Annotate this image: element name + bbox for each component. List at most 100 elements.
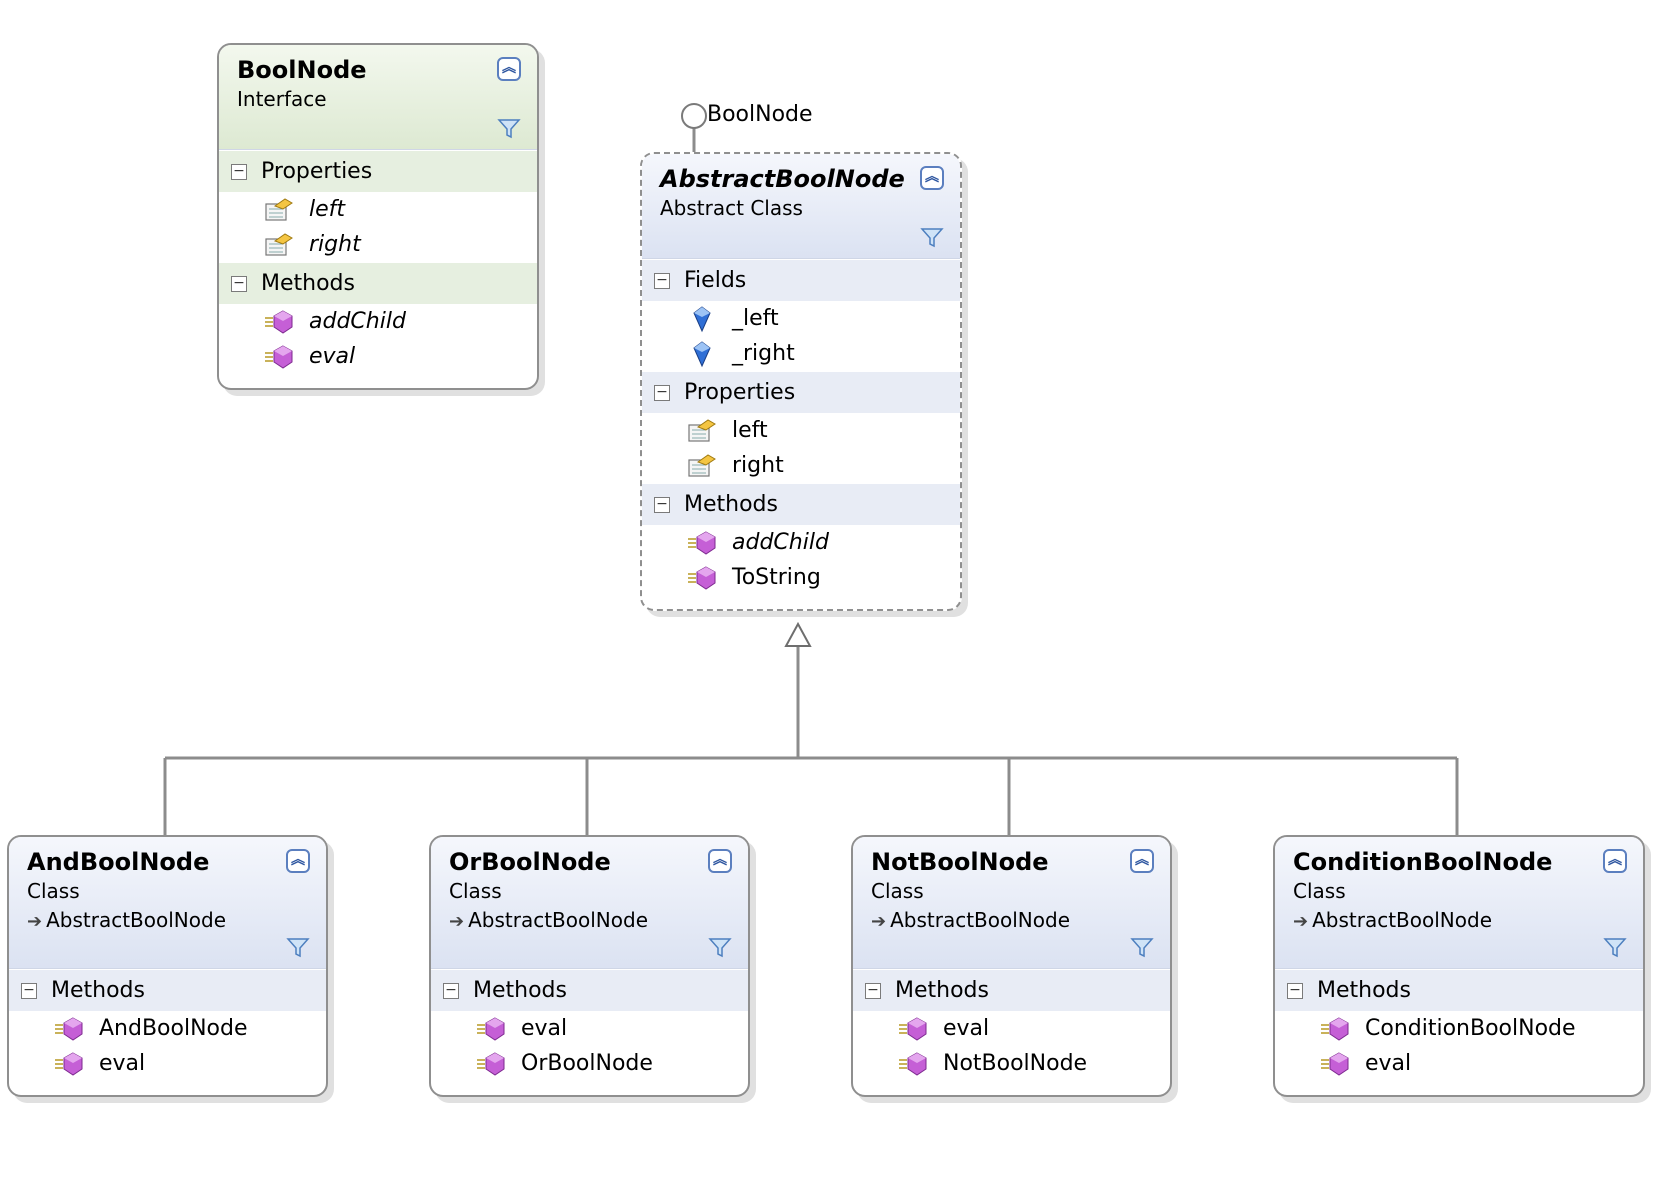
member-name: right [309,232,361,257]
section-header-methods[interactable]: −Methods [219,262,537,304]
member-row[interactable]: _right [642,336,960,371]
collapse-icon[interactable]: ︽ [920,166,944,190]
filter-icon[interactable] [1130,936,1154,958]
member-row[interactable]: eval [9,1046,326,1081]
class-box-abstractboolnode[interactable]: AbstractBoolNode Abstract Class ︽ −Field… [640,152,962,611]
field-icon [693,340,711,367]
member-name: eval [309,344,356,369]
member-row[interactable]: left [642,413,960,448]
member-name: eval [521,1016,568,1041]
property-icon [265,197,293,221]
collapse-section-icon[interactable]: − [654,384,670,401]
class-box-orboolnode[interactable]: OrBoolNode Class ➔AbstractBoolNode ︽ −Me… [429,835,750,1097]
base-class: ➔AbstractBoolNode [449,905,730,937]
property-icon [688,418,716,442]
filter-icon[interactable] [708,936,732,958]
section-title: Methods [261,271,355,296]
method-icon [899,1016,927,1041]
filter-icon[interactable] [1603,936,1627,958]
class-name: AndBoolNode [27,848,210,876]
member-row[interactable]: _left [642,301,960,336]
collapse-icon[interactable]: ︽ [1130,849,1154,873]
box-header: OrBoolNode Class ➔AbstractBoolNode ︽ [431,837,748,969]
class-box-boolnode[interactable]: BoolNode Interface ︽ −Properties left ri… [217,43,539,390]
member-name: NotBoolNode [943,1051,1088,1076]
member-row[interactable]: left [219,192,537,227]
section-header-methods[interactable]: −Methods [9,969,326,1011]
box-header: AndBoolNode Class ➔AbstractBoolNode ︽ [9,837,326,969]
base-class: ➔AbstractBoolNode [27,905,308,937]
class-name: AbstractBoolNode [660,165,905,193]
class-box-andboolnode[interactable]: AndBoolNode Class ➔AbstractBoolNode ︽ −M… [7,835,328,1097]
section-title: Methods [895,978,989,1003]
member-name: addChild [732,530,829,555]
filter-icon[interactable] [920,226,944,248]
member-row[interactable]: eval [853,1011,1170,1046]
collapse-icon[interactable]: ︽ [708,849,732,873]
collapse-section-icon[interactable]: − [21,982,37,999]
member-row[interactable]: NotBoolNode [853,1046,1170,1081]
section-header-fields[interactable]: −Fields [642,259,960,301]
class-name: ConditionBoolNode [1293,848,1553,876]
member-row[interactable]: ConditionBoolNode [1275,1011,1643,1046]
member-row[interactable]: right [642,448,960,483]
class-name: BoolNode [237,56,367,84]
member-name: AndBoolNode [99,1016,248,1041]
base-class: ➔AbstractBoolNode [871,905,1152,937]
section-header-methods[interactable]: −Methods [642,483,960,525]
member-row[interactable]: eval [1275,1046,1643,1081]
collapse-icon[interactable]: ︽ [497,57,521,81]
member-row[interactable]: ToString [642,560,960,595]
section-header-methods[interactable]: −Methods [1275,969,1643,1011]
collapse-icon[interactable]: ︽ [286,849,310,873]
base-class-name: AbstractBoolNode [1312,908,1492,932]
collapse-section-icon[interactable]: − [231,163,247,180]
inherit-arrow-icon: ➔ [871,911,887,932]
inherit-arrow-icon: ➔ [1293,911,1309,932]
inherit-arrow-icon: ➔ [27,911,43,932]
member-name: eval [943,1016,990,1041]
collapse-section-icon[interactable]: − [865,982,881,999]
member-name: _left [732,306,779,331]
section-title: Methods [1317,978,1411,1003]
section-header-methods[interactable]: −Methods [431,969,748,1011]
base-class-name: AbstractBoolNode [890,908,1070,932]
lollipop-label: BoolNode [707,102,813,127]
collapse-section-icon[interactable]: − [654,272,670,289]
member-row[interactable]: addChild [219,304,537,339]
collapse-icon[interactable]: ︽ [1603,849,1627,873]
section-header-properties[interactable]: −Properties [642,371,960,413]
method-icon [477,1016,505,1041]
member-row[interactable]: right [219,227,537,262]
member-row[interactable]: eval [431,1011,748,1046]
method-icon [265,344,293,369]
filter-icon[interactable] [286,936,310,958]
member-row[interactable]: OrBoolNode [431,1046,748,1081]
property-icon [688,453,716,477]
section-header-methods[interactable]: −Methods [853,969,1170,1011]
lollipop-circle [681,103,707,129]
collapse-section-icon[interactable]: − [443,982,459,999]
inheritance-arrowhead [784,621,812,647]
class-stereotype: Abstract Class [660,196,803,220]
field-icon [693,305,711,332]
class-stereotype: Class [871,879,924,903]
method-icon [899,1051,927,1076]
collapse-section-icon[interactable]: − [231,275,247,292]
member-row[interactable]: eval [219,339,537,374]
class-box-conditionboolnode[interactable]: ConditionBoolNode Class ➔AbstractBoolNod… [1273,835,1645,1097]
section-header-properties[interactable]: −Properties [219,150,537,192]
box-header: ConditionBoolNode Class ➔AbstractBoolNod… [1275,837,1643,969]
base-class: ➔AbstractBoolNode [1293,905,1625,937]
method-icon [1321,1051,1349,1076]
property-icon [265,232,293,256]
collapse-section-icon[interactable]: − [654,496,670,513]
member-name: ToString [732,565,821,590]
member-name: OrBoolNode [521,1051,653,1076]
filter-icon[interactable] [497,117,521,139]
collapse-section-icon[interactable]: − [1287,982,1303,999]
section-title: Properties [684,380,796,405]
class-box-notboolnode[interactable]: NotBoolNode Class ➔AbstractBoolNode ︽ −M… [851,835,1172,1097]
member-row[interactable]: AndBoolNode [9,1011,326,1046]
member-row[interactable]: addChild [642,525,960,560]
